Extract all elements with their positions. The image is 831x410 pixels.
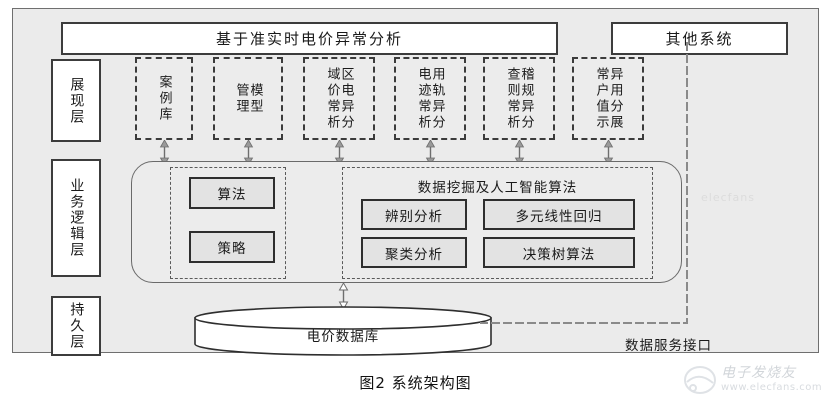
layer-business-text: 业务逻辑层 [68, 178, 85, 258]
multiple-linear-regression-box[interactable]: 多元线性回归 [483, 199, 635, 230]
mining-group-title: 数据挖掘及人工智能算法 [417, 180, 578, 196]
module-regional-price-anomaly-col-1: 域价常析 [324, 66, 340, 131]
module-regional-price-anomaly-col-0: 区电异分 [338, 66, 354, 131]
module-audit-rule-anomaly-col-0: 稽规异分 [518, 66, 534, 131]
algorithm-box[interactable]: 算法 [189, 177, 275, 209]
module-audit-rule-anomaly[interactable]: 稽规异分 查则常析 [483, 57, 555, 140]
module-regional-price-anomaly[interactable]: 区电异分 域价常析 [303, 57, 375, 140]
module-usage-trace-anomaly[interactable]: 用轨异分 电迹常析 [394, 57, 466, 140]
price-database-label: 电价数据库 [306, 329, 380, 345]
module-usage-trace-anomaly-col-1: 电迹常析 [415, 66, 431, 131]
layer-presentation-text: 展现层 [68, 76, 85, 125]
discriminant-analysis-box[interactable]: 辨别分析 [361, 199, 467, 230]
connector-arrow-database [338, 283, 349, 309]
module-model-management-col-1: 管理 [233, 82, 249, 115]
module-case-library[interactable]: 案例库 [135, 57, 193, 140]
module-abnormal-user-score-col-0: 异用分展 [607, 66, 623, 131]
algorithm-group [170, 167, 286, 279]
layer-label-presentation: 展现层 [51, 59, 101, 142]
watermark-url: www.elecfans.com [721, 382, 823, 393]
layer-persistence-text: 持久层 [68, 302, 85, 350]
module-case-library-col-0: 案例库 [156, 74, 172, 123]
data-service-interface-label: 数据服务接口 [625, 338, 712, 354]
module-audit-rule-anomaly-col-1: 查则常析 [504, 66, 520, 131]
figure-caption: 图2 系统架构图 [359, 374, 472, 392]
cluster-analysis-box[interactable]: 聚类分析 [361, 237, 467, 268]
layer-label-business: 业务逻辑层 [51, 159, 101, 277]
decision-tree-algorithm-box[interactable]: 决策树算法 [483, 237, 635, 268]
module-model-management-col-0: 模型 [247, 82, 263, 115]
site-watermark: 电子发烧友 www.elecfans.com [683, 360, 823, 408]
module-abnormal-user-score-col-1: 常户值示 [593, 66, 609, 131]
layer-label-persistence: 持久层 [51, 296, 101, 356]
strategy-box[interactable]: 策略 [189, 231, 275, 263]
main-title-box: 基于准实时电价异常分析 [61, 22, 558, 55]
module-usage-trace-anomaly-col-0: 用轨异分 [429, 66, 445, 131]
system-architecture-diagram: 基于准实时电价异常分析 其他系统 展现层 业务逻辑层 持久层 案例库 模型 管理… [12, 8, 819, 356]
module-abnormal-user-score[interactable]: 异用分展 常户值示 [572, 57, 644, 140]
faint-watermark-text: elecfans [701, 191, 755, 204]
watermark-brand: 电子发烧友 [721, 365, 796, 381]
module-model-management[interactable]: 模型 管理 [213, 57, 283, 140]
other-system-box: 其他系统 [611, 22, 788, 55]
elecfans-logo-icon [684, 366, 716, 394]
